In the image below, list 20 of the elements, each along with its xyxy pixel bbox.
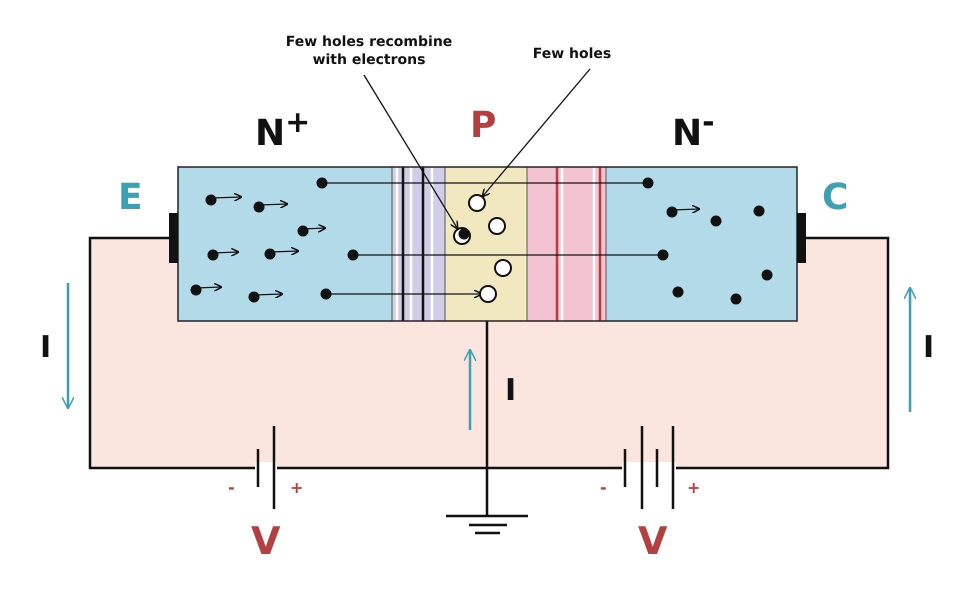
leader-line bbox=[481, 68, 590, 198]
voltage-label: V bbox=[638, 522, 668, 560]
leader-line bbox=[363, 74, 459, 230]
terminal-label: C bbox=[822, 180, 848, 216]
voltage-label: V bbox=[251, 522, 280, 560]
current-label: I bbox=[40, 333, 52, 363]
hole-circle bbox=[468, 194, 486, 212]
polarity-sign: - bbox=[228, 480, 235, 496]
annotation-text: Few holes recombine with electrons bbox=[269, 33, 469, 70]
polarity-sign: + bbox=[290, 480, 304, 496]
current-label: I bbox=[505, 376, 516, 406]
polarity-sign: - bbox=[600, 480, 607, 496]
region-label: P bbox=[470, 108, 496, 144]
annotation-text: Few holes bbox=[472, 45, 672, 64]
terminal-label: E bbox=[118, 180, 143, 216]
recombining-hole bbox=[453, 227, 471, 245]
polarity-sign: + bbox=[687, 480, 700, 496]
current-label: I bbox=[923, 333, 934, 363]
region-label: N$^{+}$ bbox=[255, 108, 310, 152]
region-label: N$^{-}$ bbox=[672, 108, 715, 152]
